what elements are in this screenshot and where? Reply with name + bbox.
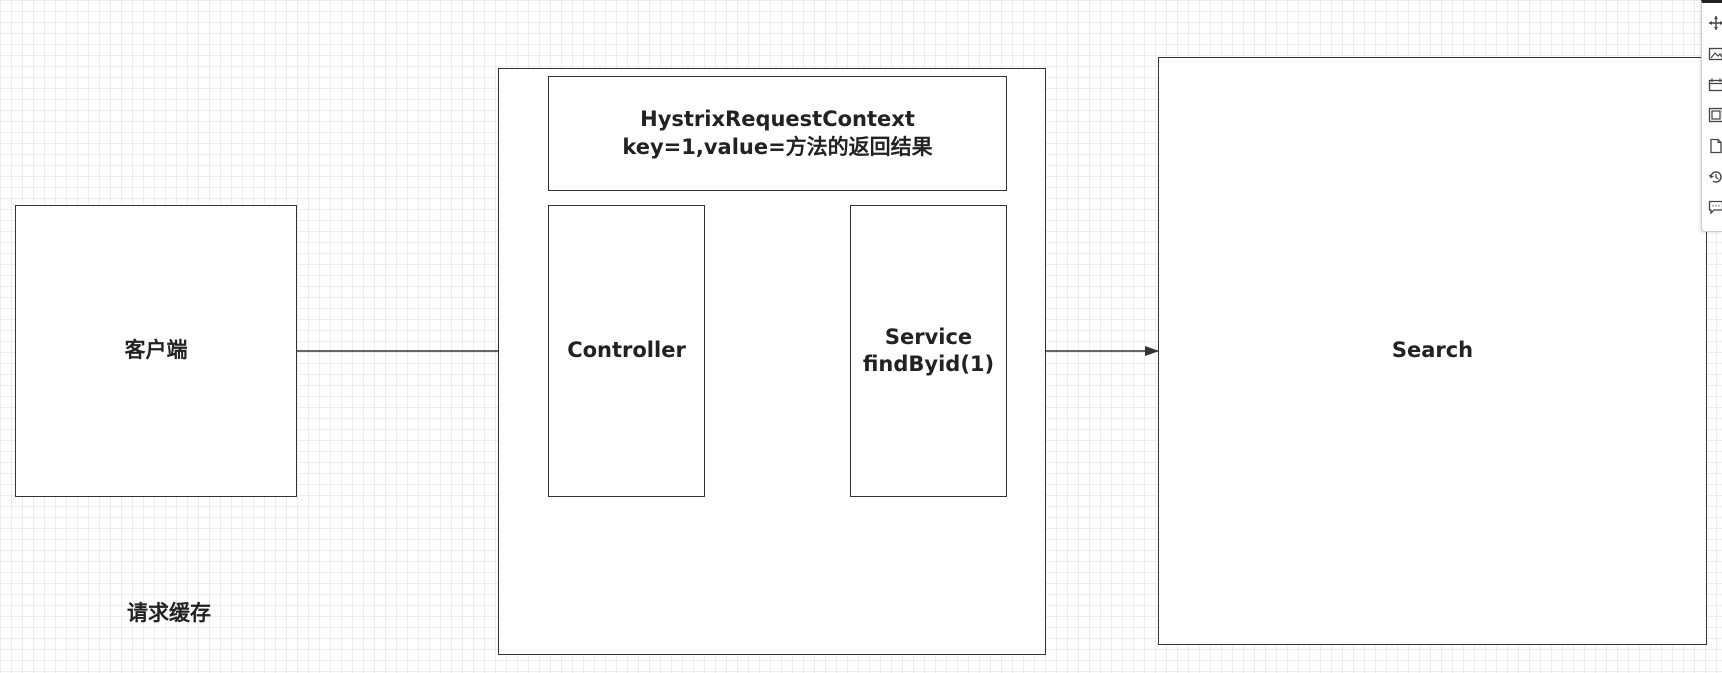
search-label: Search xyxy=(1391,338,1474,363)
layout-icon[interactable] xyxy=(1708,107,1722,123)
search-box[interactable]: Search xyxy=(1158,57,1707,645)
hystrix-context-box[interactable]: HystrixRequestContext key=1,value=方法的返回结… xyxy=(548,76,1007,191)
controller-box[interactable]: Controller xyxy=(548,205,705,497)
context-detail: key=1,value=方法的返回结果 xyxy=(622,134,933,159)
history-icon[interactable] xyxy=(1708,169,1722,185)
service-box[interactable]: Service findByid(1) xyxy=(850,205,1007,497)
template-icon[interactable] xyxy=(1708,77,1722,93)
service-method-label: findByid(1) xyxy=(862,352,995,376)
comment-icon[interactable] xyxy=(1708,199,1722,215)
right-toolbar xyxy=(1701,0,1722,232)
controller-label: Controller xyxy=(567,338,686,363)
client-label: 客户端 xyxy=(124,338,188,363)
move-icon[interactable] xyxy=(1708,15,1722,31)
client-box[interactable]: 客户端 xyxy=(15,205,297,497)
service-label: Service xyxy=(884,324,973,349)
image-icon[interactable] xyxy=(1708,46,1722,62)
page-icon[interactable] xyxy=(1708,138,1722,154)
context-title: HystrixRequestContext xyxy=(640,107,915,132)
caption-label[interactable]: 请求缓存 xyxy=(127,601,211,625)
